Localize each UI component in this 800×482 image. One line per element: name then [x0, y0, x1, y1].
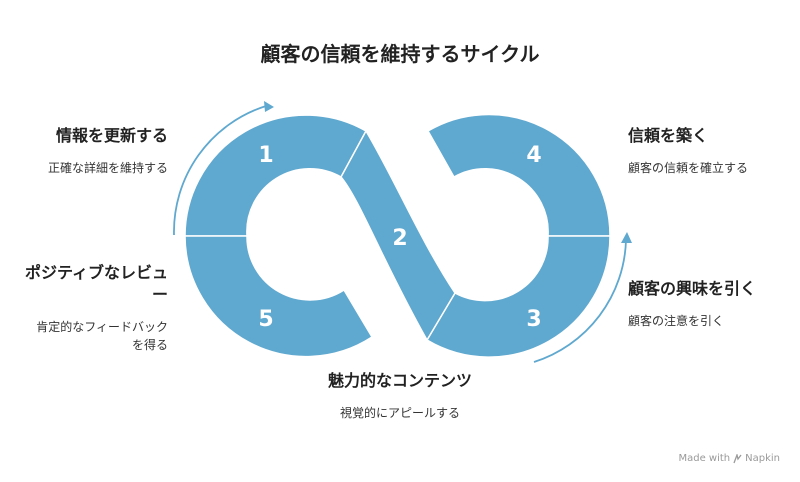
- label-1-heading: 情報を更新する: [55, 126, 168, 145]
- label-2-heading: 魅力的なコンテンツ: [327, 371, 472, 390]
- flow-arrow-left-head: [264, 101, 274, 112]
- flow-arrow-left: [173, 105, 267, 236]
- label-segment-4: 信頼を築く 顧客の信頼を確立する: [628, 125, 788, 177]
- label-segment-3: 顧客の興味を引く 顧客の注意を引く: [628, 278, 788, 330]
- segment-3-shape: [425, 235, 611, 358]
- footer-prefix: Made with: [678, 453, 731, 464]
- label-1-description: 正確な詳細を維持する: [47, 161, 168, 175]
- label-4-description: 顧客の信頼を確立する: [628, 161, 749, 175]
- segment-number-3: 3: [526, 307, 541, 332]
- segment-4-shape: [426, 113, 611, 237]
- label-5-heading: ポジティブなレビュー: [24, 263, 168, 304]
- label-3-description: 顧客の注意を引く: [628, 314, 725, 328]
- segment-2-shape: [340, 129, 456, 342]
- footer-brand: Napkin: [745, 453, 780, 464]
- napkin-watermark: Made with Napkin: [678, 453, 780, 464]
- napkin-logo-icon: [733, 453, 742, 463]
- segment-1-shape: [184, 114, 368, 237]
- diagram-title: 顧客の信頼を維持するサイクル: [260, 42, 540, 66]
- flow-arrow-right-head: [621, 232, 632, 243]
- segment-number-5: 5: [258, 307, 273, 332]
- label-2-description: 視覚的にアピールする: [339, 406, 460, 420]
- label-4-heading: 信頼を築く: [628, 126, 709, 145]
- label-5-description: 肯定的なフィードバックを得る: [36, 320, 168, 352]
- label-segment-1: 情報を更新する 正確な詳細を維持する: [0, 125, 168, 177]
- segment-5-shape: [184, 235, 374, 358]
- flow-arrow-right: [533, 239, 627, 363]
- segment-number-2: 2: [392, 226, 407, 251]
- label-segment-2: 魅力的なコンテンツ 視覚的にアピールする: [280, 370, 520, 422]
- label-segment-5: ポジティブなレビュー 肯定的なフィードバックを得る: [18, 262, 168, 354]
- segment-number-1: 1: [258, 143, 273, 168]
- label-3-heading: 顧客の興味を引く: [628, 279, 757, 298]
- segment-number-4: 4: [526, 143, 541, 168]
